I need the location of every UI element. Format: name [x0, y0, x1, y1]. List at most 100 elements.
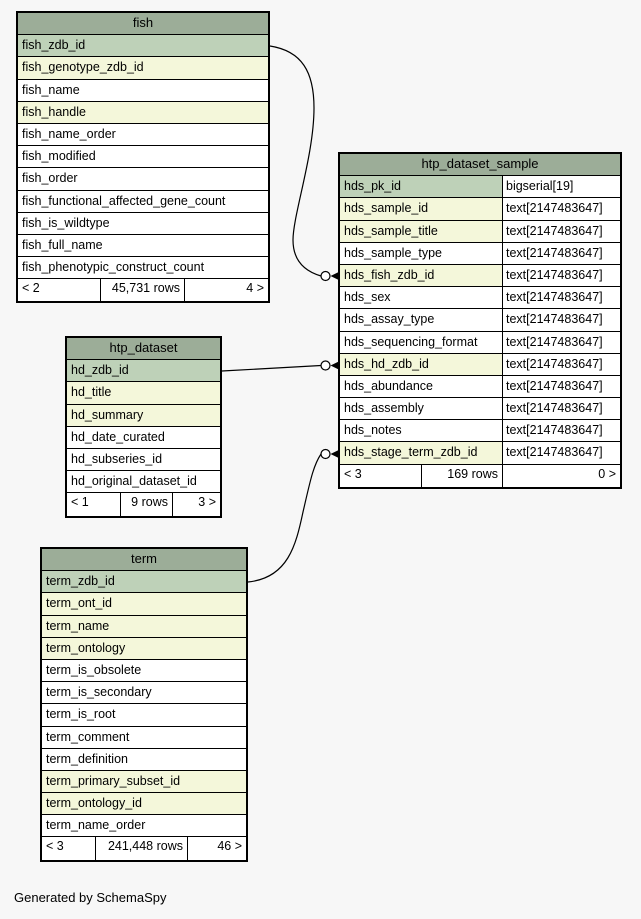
column-name: hd_title: [71, 385, 112, 400]
table-title: htp_dataset_sample: [340, 154, 620, 177]
row-count: 169 rows: [422, 464, 503, 487]
column-row: hd_date_curated: [67, 426, 220, 449]
column-name: hds_assay_type: [340, 309, 503, 331]
column-row: term_ontology: [42, 637, 246, 660]
row-count: 241,448 rows: [96, 837, 188, 860]
column-type: text[2147483647]: [503, 264, 620, 287]
table-title: htp_dataset: [67, 338, 220, 361]
column-type: text[2147483647]: [503, 442, 620, 464]
column-row: term_ontology_id: [42, 793, 246, 816]
column-name: hds_stage_term_zdb_id: [340, 442, 503, 464]
column-name: term_ont_id: [46, 596, 113, 611]
column-name: hds_hd_zdb_id: [340, 353, 503, 375]
column-row: fish_name_order: [18, 123, 268, 147]
column-row: term_definition: [42, 748, 246, 771]
row-count: 9 rows: [121, 493, 173, 516]
column-name: hds_sex: [340, 287, 503, 309]
table-footer: < 2 45,731 rows 4 >: [18, 279, 268, 302]
column-name: fish_phenotypic_construct_count: [22, 260, 205, 275]
edge-htp_dataset-to-htp_dataset_sample: [221, 360, 340, 372]
column-name: fish_modified: [22, 149, 96, 164]
table-title: term: [42, 549, 246, 572]
column-row: hd_subseries_id: [67, 448, 220, 472]
column-name: fish_genotype_zdb_id: [22, 60, 144, 75]
column-name: hd_original_dataset_id: [71, 474, 197, 489]
column-row: fish_phenotypic_construct_count: [18, 257, 268, 280]
edge-endpoint-circle: [320, 270, 331, 282]
table-node-htp_dataset[interactable]: htp_dataset hd_zdb_id hd_title hd_summar…: [65, 336, 222, 518]
column-type: text[2147483647]: [503, 420, 620, 442]
column-row: fish_functional_affected_gene_count: [18, 190, 268, 213]
column-type: text[2147483647]: [503, 309, 620, 331]
table-title: fish: [18, 13, 268, 36]
column-type: text[2147483647]: [503, 220, 620, 242]
table-node-term[interactable]: term term_zdb_id term_ont_id term_name t…: [40, 547, 248, 862]
column-name: hds_sample_id: [340, 198, 503, 220]
table-footer: < 3 169 rows 0 >: [340, 464, 620, 487]
column-name: term_is_root: [46, 707, 116, 722]
edge-endpoint-circle: [320, 448, 331, 460]
column-name: fish_handle: [22, 104, 86, 119]
column-name: hds_abundance: [340, 375, 503, 398]
column-row: term_is_secondary: [42, 682, 246, 705]
column-name: term_ontology: [46, 640, 126, 655]
column-row: term_zdb_id: [42, 571, 246, 594]
pager-prev: < 3: [42, 837, 96, 860]
column-name: fish_functional_affected_gene_count: [22, 193, 226, 208]
generated-by-label: Generated by SchemaSpy: [14, 890, 167, 905]
pager-next: 4 >: [246, 281, 264, 296]
column-row: term_ont_id: [42, 593, 246, 616]
column-type: text[2147483647]: [503, 398, 620, 420]
column-row: fish_modified: [18, 146, 268, 169]
column-row: term_comment: [42, 726, 246, 749]
column-name: term_name: [46, 618, 110, 633]
column-name: hds_notes: [340, 420, 503, 442]
column-row: hd_summary: [67, 404, 220, 427]
column-type: text[2147483647]: [503, 287, 620, 309]
column-name: hds_fish_zdb_id: [340, 264, 503, 287]
table-footer: < 1 9 rows 3 >: [67, 493, 220, 516]
column-name: fish_order: [22, 171, 78, 186]
column-name: fish_full_name: [22, 237, 103, 252]
column-name: term_ontology_id: [46, 796, 142, 811]
column-name: fish_is_wildtype: [22, 215, 110, 230]
pager-next: 46 >: [217, 839, 242, 854]
column-name: hd_subseries_id: [71, 451, 163, 466]
column-row: hd_title: [67, 382, 220, 405]
column-name: fish_zdb_id: [22, 38, 86, 53]
row-count: 45,731 rows: [101, 279, 185, 302]
column-row: fish_handle: [18, 101, 268, 124]
pager-prev: < 2: [18, 279, 101, 302]
column-type: text[2147483647]: [503, 353, 620, 375]
table-node-fish[interactable]: fish fish_zdb_id fish_genotype_zdb_id fi…: [16, 11, 270, 304]
column-row: fish_order: [18, 168, 268, 191]
column-name: term_is_obsolete: [46, 662, 142, 677]
column-row: term_is_obsolete: [42, 659, 246, 683]
pager-next: 0 >: [598, 466, 616, 481]
column-name: hd_date_curated: [71, 429, 165, 444]
edge-endpoint-circle: [320, 360, 331, 371]
column-type: text[2147483647]: [503, 242, 620, 264]
column-row: fish_name: [18, 79, 268, 102]
column-name: term_definition: [46, 751, 128, 766]
column-name: hds_assembly: [340, 398, 503, 420]
column-row: term_primary_subset_id: [42, 770, 246, 794]
column-name: hds_pk_id: [340, 176, 503, 198]
pager-prev: < 1: [67, 493, 121, 516]
column-name: hd_zdb_id: [71, 363, 129, 378]
column-name: term_comment: [46, 729, 130, 744]
column-row: hd_original_dataset_id: [67, 471, 220, 494]
column-name: term_is_secondary: [46, 685, 152, 700]
column-name: hds_sample_type: [340, 242, 503, 264]
